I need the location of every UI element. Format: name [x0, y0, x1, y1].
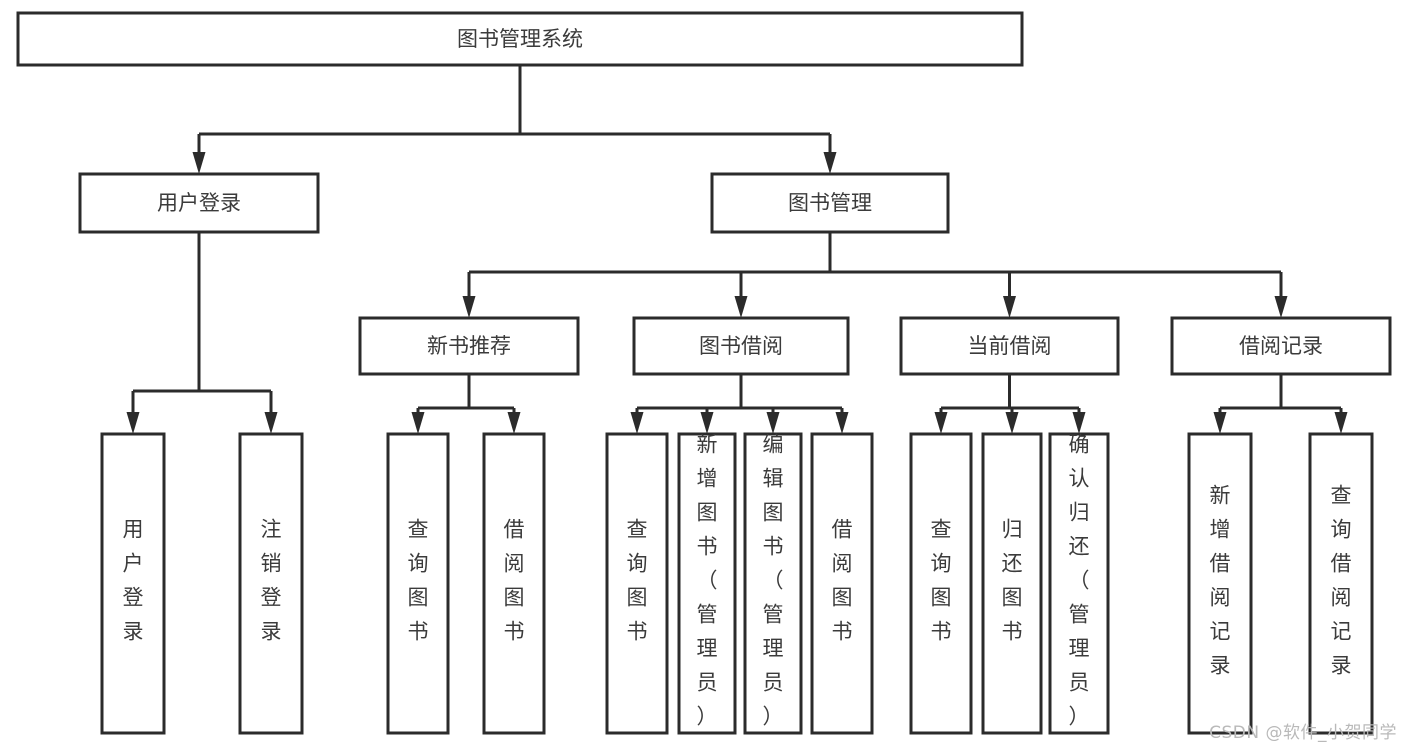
arrow-head [934, 412, 948, 434]
node-box [677, 432, 737, 735]
arrow-head [835, 412, 849, 434]
node-leaf-query-book-1[interactable]: 查询图书 [386, 432, 450, 735]
node-box [605, 432, 669, 735]
node-box [16, 11, 1024, 67]
node-borrow-record[interactable]: 借阅记录 [1170, 316, 1392, 376]
node-book-manage[interactable]: 图书管理 [710, 172, 950, 234]
node-label: 新增借阅记录 [1210, 484, 1231, 678]
node-label: 查询借阅记录 [1331, 484, 1352, 678]
node-current-borrow[interactable]: 当前借阅 [899, 316, 1120, 376]
node-label: 查询图书 [408, 518, 429, 644]
node-box [710, 172, 950, 234]
node-leaf-query-book-2[interactable]: 查询图书 [605, 432, 669, 735]
node-label: 新书推荐 [427, 334, 511, 358]
node-box [78, 172, 320, 234]
node-label: 确认归还（管理员） [1069, 433, 1090, 729]
node-label: 图书管理系统 [457, 27, 583, 51]
node-label: 图书管理 [788, 191, 872, 215]
node-leaf-borrow-book-1[interactable]: 借阅图书 [482, 432, 546, 735]
arrow-head [766, 412, 780, 434]
arrow-head [411, 412, 425, 434]
arrow-head [264, 412, 278, 434]
node-label: 注销登录 [261, 518, 282, 644]
node-leaf-user-login[interactable]: 用户登录 [100, 432, 166, 735]
node-box [899, 316, 1120, 376]
arrow-head [192, 152, 206, 174]
node-label: 编辑图书（管理员） [763, 433, 784, 729]
arrow-head [734, 296, 748, 318]
node-box [482, 432, 546, 735]
node-label: 借阅记录 [1239, 334, 1323, 358]
node-label: 图书借阅 [699, 334, 783, 358]
node-leaf-borrow-book-2[interactable]: 借阅图书 [810, 432, 874, 735]
arrow-head [507, 412, 521, 434]
node-user-login[interactable]: 用户登录 [78, 172, 320, 234]
arrow-head [1334, 412, 1348, 434]
arrow-head [1003, 296, 1016, 318]
arrow-head [823, 152, 837, 174]
node-leaf-add-record[interactable]: 新增借阅记录 [1187, 432, 1253, 735]
node-leaf-confirm-return[interactable]: 确认归还（管理员） [1048, 432, 1110, 735]
node-box [386, 432, 450, 735]
node-box [1187, 432, 1253, 735]
node-leaf-return-book[interactable]: 归还图书 [981, 432, 1043, 735]
arrow-head [1274, 296, 1288, 318]
node-box [238, 432, 304, 735]
node-label: 当前借阅 [968, 334, 1052, 358]
node-box [1048, 432, 1110, 735]
boxes-layer: 图书管理系统用户登录图书管理新书推荐图书借阅当前借阅借阅记录用户登录注销登录查询… [16, 11, 1392, 735]
node-leaf-add-book[interactable]: 新增图书（管理员） [677, 432, 737, 735]
node-leaf-query-book-3[interactable]: 查询图书 [909, 432, 973, 735]
node-box [981, 432, 1043, 735]
node-box [100, 432, 166, 735]
node-box [632, 316, 850, 376]
node-leaf-edit-book[interactable]: 编辑图书（管理员） [743, 432, 803, 735]
arrow-head [1213, 412, 1227, 434]
node-label: 用户登录 [157, 191, 241, 215]
node-box [1170, 316, 1392, 376]
node-leaf-query-record[interactable]: 查询借阅记录 [1308, 432, 1374, 735]
node-label: 借阅图书 [832, 518, 853, 644]
arrow-head [700, 412, 714, 434]
node-box [743, 432, 803, 735]
node-leaf-logout-login[interactable]: 注销登录 [238, 432, 304, 735]
arrow-head [1005, 412, 1019, 434]
arrow-head [1072, 412, 1086, 434]
csdn-watermark: CSDN @软件_小贺同学 [1209, 723, 1397, 743]
node-book-borrow[interactable]: 图书借阅 [632, 316, 850, 376]
arrow-head [462, 296, 476, 318]
arrow-head [126, 412, 140, 434]
connectors-layer [126, 65, 1348, 434]
node-label: 用户登录 [123, 518, 144, 644]
node-box [358, 316, 580, 376]
node-label: 查询图书 [627, 518, 648, 644]
node-new-book-recommend[interactable]: 新书推荐 [358, 316, 580, 376]
node-root[interactable]: 图书管理系统 [16, 11, 1024, 67]
node-label: 归还图书 [1002, 518, 1023, 644]
node-label: 查询图书 [931, 518, 952, 644]
node-label: 借阅图书 [504, 518, 525, 644]
arrow-head [630, 412, 644, 434]
node-box [909, 432, 973, 735]
node-box [810, 432, 874, 735]
node-label: 新增图书（管理员） [697, 433, 718, 729]
node-box [1308, 432, 1374, 735]
